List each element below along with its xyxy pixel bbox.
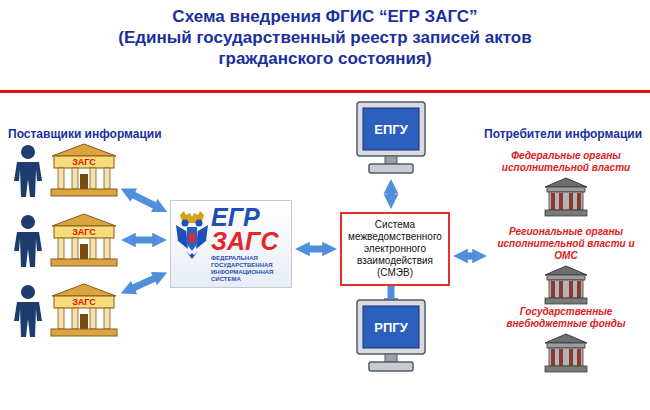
double-arrow: [465, 253, 475, 260]
consumer-label: Федеральные органы исполнительной власти: [490, 150, 642, 174]
government-building-icon: [543, 265, 589, 305]
person-icons: [14, 145, 42, 337]
title-rule: [0, 90, 650, 93]
office-label: ЗАГС: [50, 157, 118, 168]
section-heading: Поставщики информации: [8, 127, 162, 141]
consumer-authority: Региональные органы исполнительной власт…: [490, 226, 642, 305]
registry-office-building: ЗАГС: [50, 143, 118, 197]
double-arrow: [307, 246, 325, 253]
consumer-label: Государственные внебюджетные фонды: [490, 306, 642, 330]
system-label: Система межведомственного электронного в…: [346, 219, 444, 279]
building-icon: [50, 143, 118, 197]
government-building-icon: [543, 177, 589, 217]
portal-monitor: РПГУ: [355, 298, 427, 374]
building-icon: [50, 283, 118, 337]
consumer-authority: Федеральные органы исполнительной власти: [490, 150, 642, 217]
office-label: ЗАГС: [50, 297, 118, 308]
government-building-icon: [543, 333, 589, 373]
logo-text-column: ЕГР ЗАГСФЕДЕРАЛЬНАЯ ГОСУДАРСТВЕННАЯ ИНФО…: [211, 205, 289, 283]
consumer-authority: Государственные внебюджетные фонды: [490, 306, 642, 373]
section-heading: Потребители информации: [484, 127, 642, 141]
registry-office-building: ЗАГС: [50, 213, 118, 267]
double-arrow: [133, 237, 155, 244]
eagle-emblem: [174, 209, 210, 265]
portal-monitor: ЕПГУ: [355, 100, 427, 176]
office-label: ЗАГС: [50, 227, 118, 238]
portal-label: РПГУ: [363, 306, 419, 348]
system-logo-box: ЕГР ЗАГСФЕДЕРАЛЬНАЯ ГОСУДАРСТВЕННАЯ ИНФО…: [170, 200, 292, 288]
portal-label: ЕПГУ: [363, 108, 419, 150]
interaction-system-box: Система межведомственного электронного в…: [340, 212, 450, 286]
registry-office-building: ЗАГС: [50, 283, 118, 337]
building-icon: [50, 213, 118, 267]
logo-subtitle: ФЕДЕРАЛЬНАЯ ГОСУДАРСТВЕННАЯ ИНФОРМАЦИОНН…: [211, 255, 289, 283]
double-arrow: [131, 194, 157, 207]
logo-wordmark: ЕГР ЗАГС: [211, 205, 289, 253]
double-arrow: [388, 191, 395, 197]
monitor-icon: [355, 298, 427, 374]
monitor-icon: [355, 100, 427, 176]
consumer-label: Региональные органы исполнительной власт…: [490, 226, 642, 262]
double-arrow: [132, 277, 157, 288]
diagram-title: Схема внедрения ФГИС “ЕГР ЗАГС” (Единый …: [110, 6, 540, 69]
